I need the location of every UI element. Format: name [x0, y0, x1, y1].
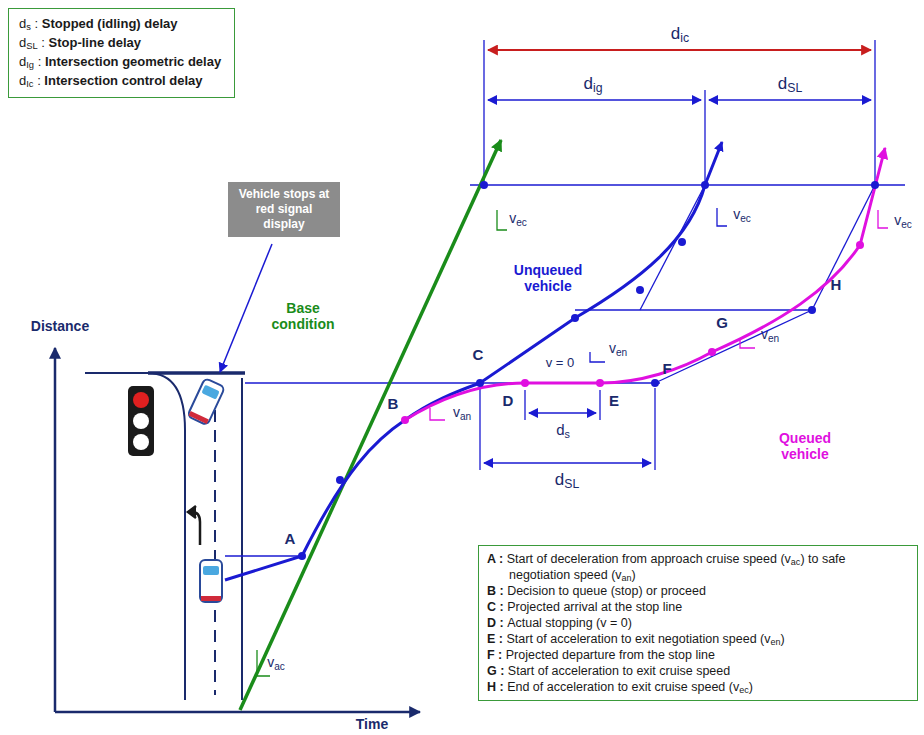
node-text: ds : Stopped (idling) delay: [19, 15, 222, 34]
point-label: G: [716, 314, 728, 331]
node-text: C : Projected arrival at the stop line: [487, 599, 909, 615]
point-label: A: [285, 530, 296, 547]
definition-box: ds : Stopped (idling) delaydSL : Stop-li…: [8, 8, 235, 98]
node-text: H : End of acceleration to exit cruise s…: [487, 679, 909, 695]
point-label: B: [388, 395, 399, 412]
speed-label: ven: [761, 326, 779, 342]
speed-label: van: [453, 404, 471, 420]
point-label: C: [473, 346, 484, 363]
trajectory-label: Unqueued vehicle: [508, 262, 588, 294]
unqueued-trajectory: [225, 142, 722, 580]
node-text: E : Start of acceleration to exit negoti…: [487, 631, 909, 647]
node-text: Vehicle stops at red signal display: [234, 187, 334, 232]
car: [187, 378, 225, 425]
node-text: D : Actual stopping (v = 0): [487, 615, 909, 631]
callout-box: Vehicle stops at red signal display: [228, 182, 340, 237]
callout-leader: [220, 244, 272, 372]
point-label: H: [831, 276, 842, 293]
trajectory-label: Base condition: [263, 300, 343, 332]
speed-label: vec: [894, 212, 912, 228]
intersection: [85, 373, 245, 700]
speed-label: vac: [267, 654, 285, 670]
speed-label: ven: [609, 340, 627, 356]
node-text: dIc : Intersection control delay: [19, 72, 222, 91]
reference-lines: [225, 185, 905, 556]
axes: [55, 348, 420, 712]
point-label: E: [609, 392, 619, 409]
car: [200, 560, 222, 602]
dimension-label: ds: [554, 421, 572, 438]
speed-label: vec: [733, 206, 751, 222]
dimension-label: dic: [669, 24, 691, 44]
turn-arrow: [188, 506, 200, 545]
point-label: D: [503, 392, 514, 409]
dimension-lines: [480, 40, 875, 470]
axis-label: Time: [356, 716, 388, 732]
dimension-label: dSL: [776, 74, 804, 94]
dimension-label: dig: [582, 74, 605, 94]
node-text: F : Projected departure from the stop li…: [487, 647, 909, 663]
axis-label: Distance: [31, 318, 89, 334]
point-label: F: [662, 360, 671, 377]
node-text: A : Start of deceleration from approach …: [487, 551, 909, 583]
points: [298, 181, 879, 560]
dimension-label: v = 0: [546, 356, 575, 371]
point-definition-box: A : Start of deceleration from approach …: [478, 545, 918, 701]
traffic-light: [128, 386, 154, 456]
node-text: dIg : Intersection geometric delay: [19, 53, 222, 72]
node-text: G : Start of acceleration to exit cruise…: [487, 663, 909, 679]
node-text: dSL : Stop-line delay: [19, 34, 222, 53]
dimension-label: dSL: [553, 470, 581, 490]
speed-label: vec: [509, 210, 527, 226]
node-text: B : Decision to queue (stop) or proceed: [487, 583, 909, 599]
queued-trajectory: [405, 148, 885, 420]
trajectory-label: Queued vehicle: [770, 430, 840, 462]
